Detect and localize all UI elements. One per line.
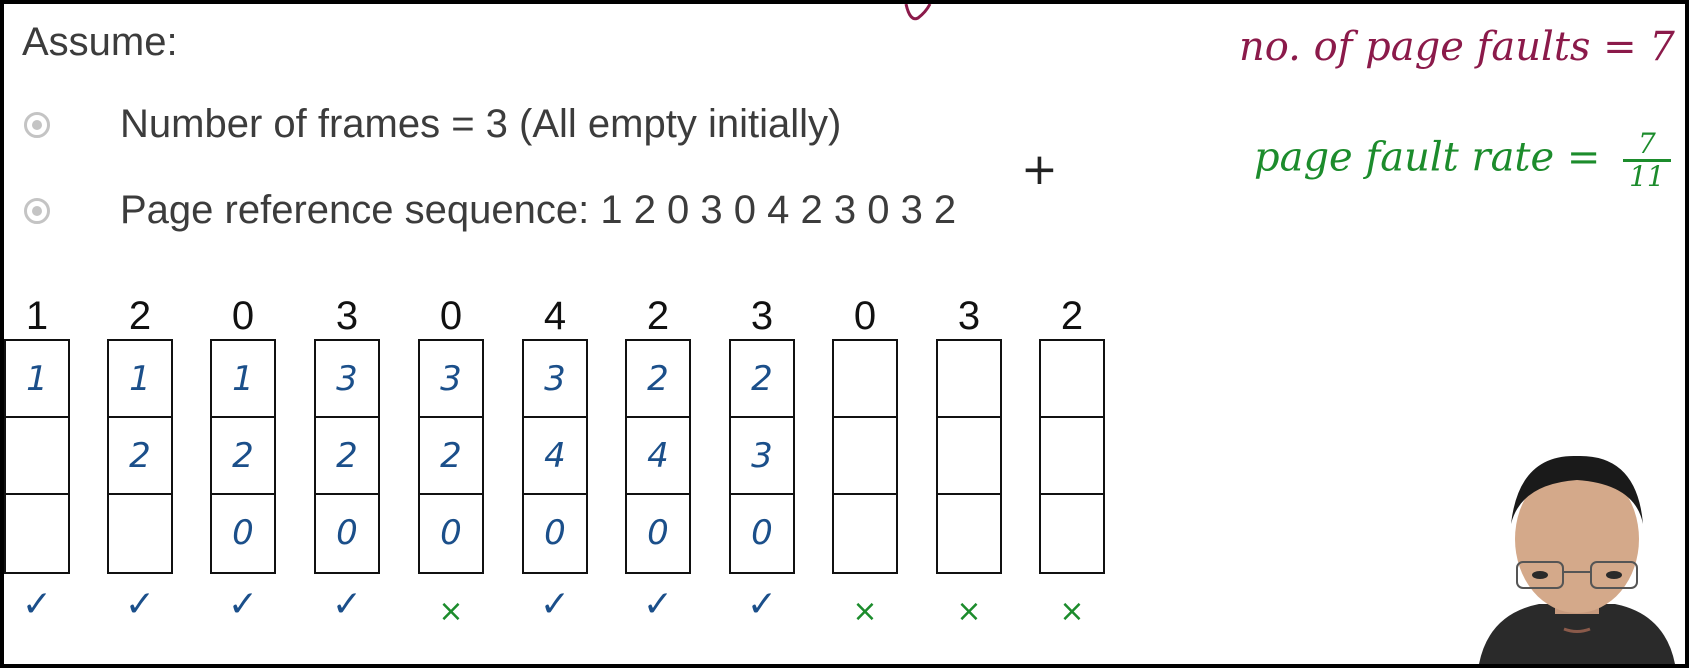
frame-column [936, 339, 1002, 574]
frame-cell [938, 341, 1000, 418]
presenter-webcam [1469, 444, 1685, 664]
reference-label: 3 [957, 294, 981, 338]
checkmark-icon: ✓ [124, 584, 156, 625]
reference-label: 3 [335, 294, 359, 338]
frame-cell [1041, 341, 1103, 418]
frame-cell [834, 418, 896, 495]
checkmark-icon: ✓ [331, 584, 363, 625]
frame-cell: 4 [627, 418, 689, 495]
reference-label: 2 [646, 294, 670, 338]
checkmark-icon: ✓ [227, 584, 259, 625]
page-fault-rate-note: page fault rate = 7 11 [1254, 129, 1671, 192]
page-faults-note: no. of page faults = 7 [1239, 24, 1675, 70]
frame-cell: 0 [232, 513, 254, 553]
frame-cell: 1 [109, 341, 171, 418]
checkmark-icon: ✓ [746, 584, 778, 625]
frame-cell: 0 [647, 513, 669, 553]
plus-icon: + [1021, 144, 1058, 195]
frame-cell: 4 [524, 418, 586, 495]
frame-cell: 2 [627, 341, 689, 418]
checkmark-icon: ✓ [21, 584, 53, 625]
frame-cell: 0 [751, 513, 773, 553]
reference-label: 4 [543, 294, 567, 338]
frame-cell: 0 [336, 513, 358, 553]
reference-label: 2 [128, 294, 152, 338]
frame-cell [1041, 418, 1103, 495]
bullet-icon [24, 112, 50, 138]
slide: Assume: Number of frames = 3 (All empty … [4, 4, 1685, 664]
rate-fraction: 7 11 [1623, 129, 1671, 192]
frame-cell [6, 418, 68, 495]
reference-label: 0 [853, 294, 877, 338]
reference-label: 1 [25, 294, 49, 338]
frame-cell: 2 [316, 418, 378, 495]
frame-cell [938, 418, 1000, 495]
heading: Assume: [22, 20, 178, 64]
frame-cell: 0 [440, 513, 462, 553]
rate-label: page fault rate = [1254, 134, 1601, 181]
frame-cell: 1 [212, 341, 274, 418]
frame-cell [834, 495, 896, 572]
frame-cell [834, 341, 896, 418]
frame-cell [109, 495, 171, 572]
frame-cell: 2 [731, 341, 793, 418]
bullet-text: Number of frames = 3 (All empty initiall… [120, 102, 842, 146]
cross-icon: × [1059, 594, 1085, 629]
frame-cell [1041, 495, 1103, 572]
reference-label: 2 [1060, 294, 1084, 338]
frame-cell [938, 495, 1000, 572]
frame-column [832, 339, 898, 574]
reference-label: 0 [231, 294, 255, 338]
frame-cell [6, 495, 68, 572]
frame-cell: 3 [316, 341, 378, 418]
frame-cell: 3 [420, 341, 482, 418]
checkmark-icon: ✓ [642, 584, 674, 625]
frame-cell: 2 [420, 418, 482, 495]
cross-icon: × [438, 594, 464, 629]
frame-cell: 3 [524, 341, 586, 418]
rate-denominator: 11 [1629, 160, 1665, 193]
frame-cell: 0 [544, 513, 566, 553]
bullet-icon [24, 198, 50, 224]
frame-column: 1 [4, 339, 70, 574]
frame-cell: 1 [6, 341, 68, 418]
frame-cell: 2 [212, 418, 274, 495]
bullet-text: Page reference sequence: 1 2 0 3 0 4 2 3… [120, 188, 957, 232]
frame-cell: 2 [109, 418, 171, 495]
frame-cell: 3 [731, 418, 793, 495]
cross-icon: × [956, 594, 982, 629]
reference-label: 0 [439, 294, 463, 338]
rate-numerator: 7 [1623, 129, 1671, 162]
ink-scribble [904, 4, 932, 21]
cross-icon: × [852, 594, 878, 629]
checkmark-icon: ✓ [539, 584, 571, 625]
frame-column [1039, 339, 1105, 574]
reference-label: 3 [750, 294, 774, 338]
